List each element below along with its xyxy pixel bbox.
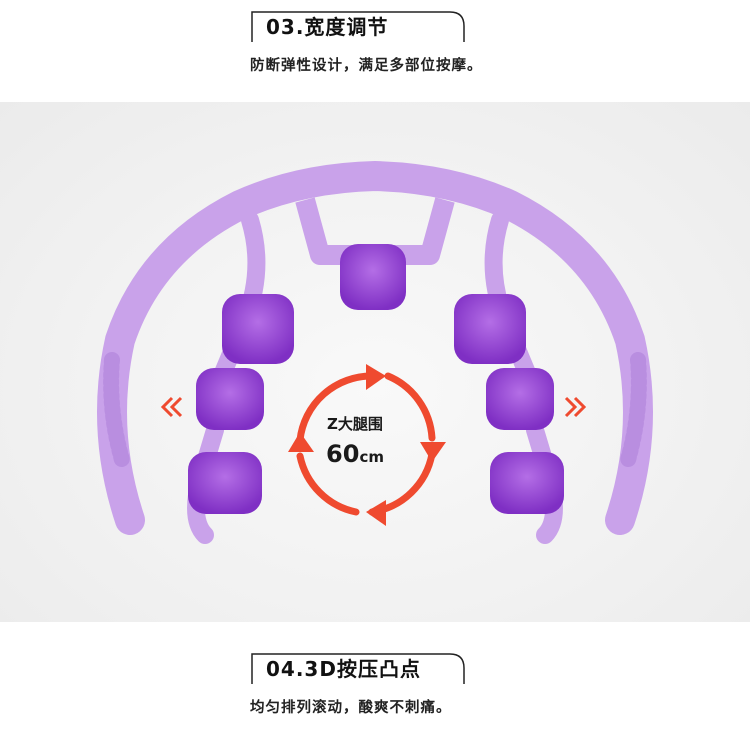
- title-frame-icon: [251, 11, 465, 42]
- roller-left-2: [196, 368, 264, 430]
- roller-left-1: [222, 294, 294, 364]
- product-photo: Z大腿围 60cm: [0, 102, 750, 622]
- arrow-heads: [288, 364, 446, 526]
- thigh-size-number: 60: [326, 440, 360, 468]
- section-subtitle: 防断弹性设计，满足多部位按摩。: [250, 58, 483, 74]
- thigh-size-caption: Z大腿围: [327, 415, 383, 433]
- roller-center: [340, 244, 406, 310]
- rollers: [188, 244, 564, 514]
- roller-left-3: [188, 452, 262, 514]
- roller-right-2: [486, 368, 554, 430]
- massager-illustration: [97, 160, 653, 544]
- section-heading-width: 03.宽度调节 防断弹性设计，满足多部位按摩。: [250, 10, 650, 75]
- section-title: 04.3D按压凸点: [266, 657, 421, 681]
- chevron-right-icon: [564, 396, 587, 418]
- right-grip: [620, 352, 647, 468]
- roller-right-3: [490, 452, 564, 514]
- massager-frame: [97, 160, 653, 535]
- section-title: 03.宽度调节: [266, 15, 389, 39]
- section-subtitle: 均匀排列滚动，酸爽不刺痛。: [250, 700, 452, 716]
- section-title-box: 03.宽度调节: [250, 10, 465, 44]
- left-grip: [103, 352, 130, 468]
- thigh-size-unit: cm: [359, 448, 384, 466]
- section-title-box: 04.3D按压凸点: [250, 652, 465, 686]
- section-heading-3d: 04.3D按压凸点 均匀排列滚动，酸爽不刺痛。: [250, 652, 650, 717]
- title-frame-icon: [251, 653, 465, 684]
- thigh-size-value: 60cm: [300, 440, 410, 468]
- chevron-left-icon: [160, 396, 183, 418]
- roller-right-1: [454, 294, 526, 364]
- thigh-size-label: Z大腿围 60cm: [300, 413, 410, 468]
